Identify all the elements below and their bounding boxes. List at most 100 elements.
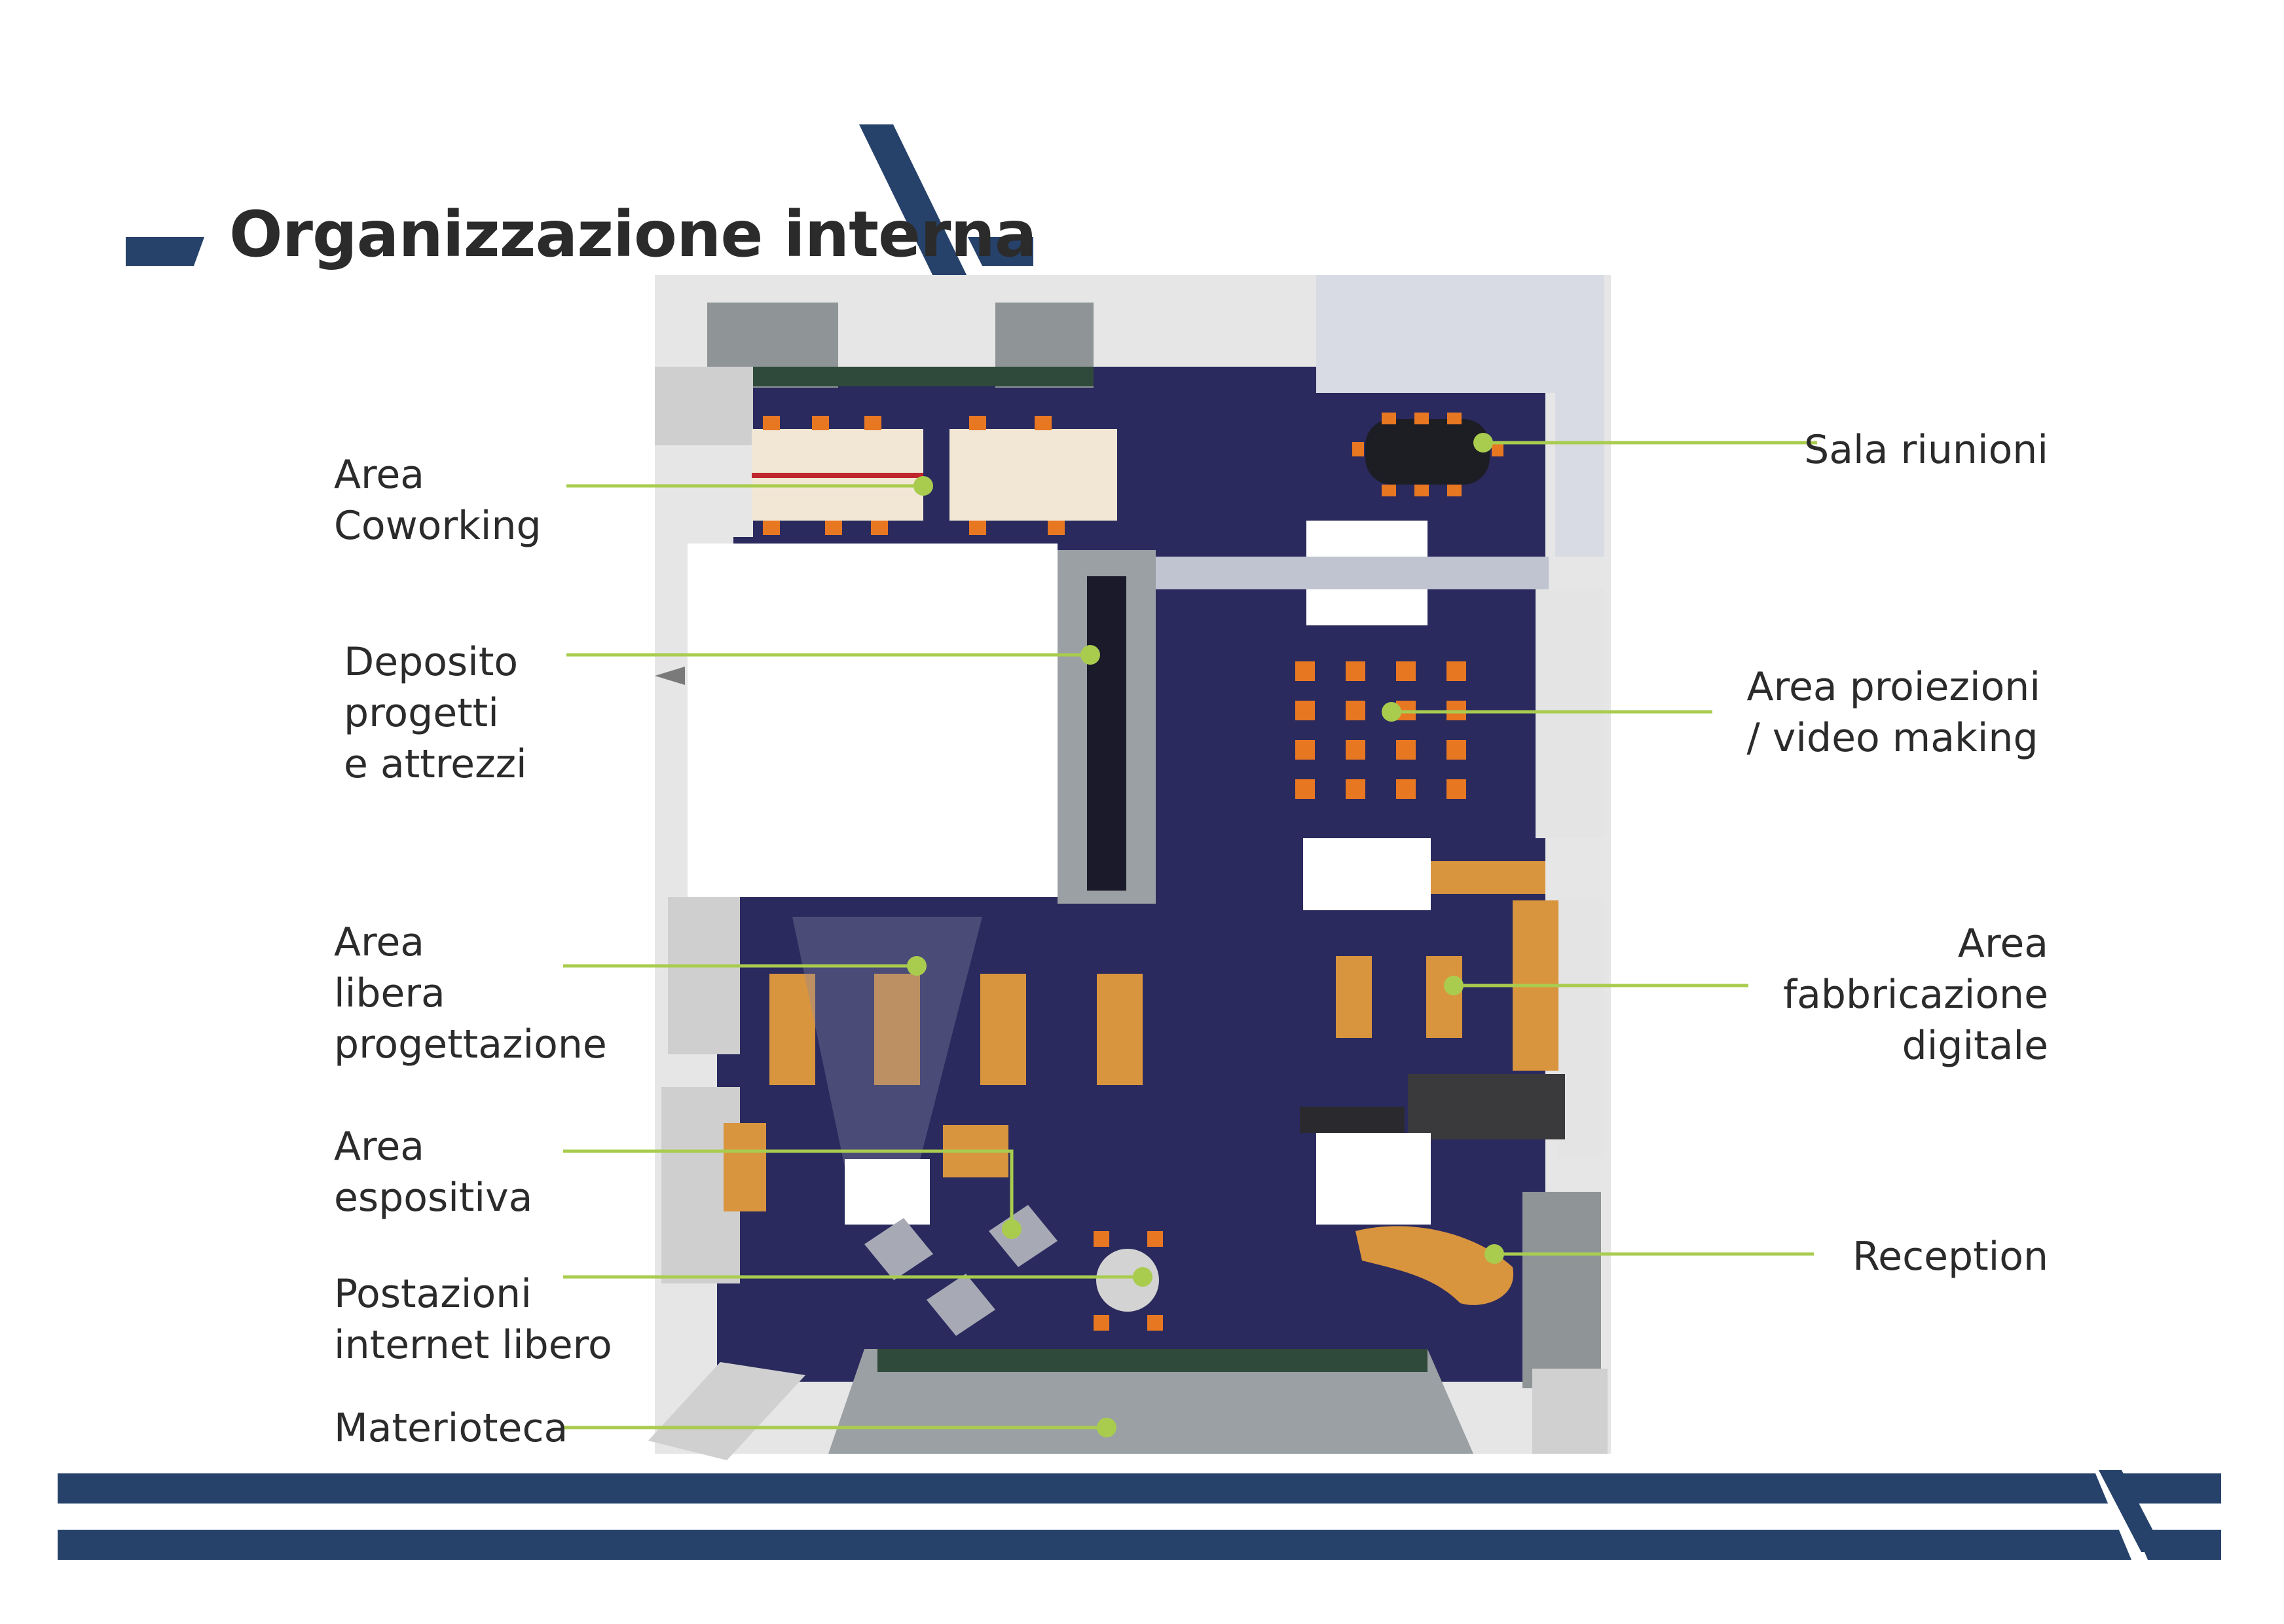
internet-chair <box>1094 1315 1109 1331</box>
footer-band-bottom <box>58 1530 2221 1560</box>
meeting-room-side <box>1555 341 1604 557</box>
leader-dot-deposito <box>1080 645 1100 665</box>
label-materioteca: Materioteca <box>334 1403 568 1454</box>
reception-shelving <box>1522 1192 1601 1388</box>
exhibit-panel <box>989 1205 1058 1267</box>
fablab-bench-top <box>1431 861 1545 894</box>
label-line: Coworking <box>334 503 542 549</box>
meeting-chairs <box>1352 413 1503 496</box>
meeting-chair <box>1447 485 1462 496</box>
coworking-chairs <box>763 416 1065 535</box>
fablab-table-2 <box>1426 956 1462 1038</box>
label-area-fabbricazione: Area fabbricazione digitale <box>1783 918 2048 1071</box>
leader-dot-coworking <box>913 476 933 496</box>
label-line: progettazione <box>334 1022 607 1067</box>
meeting-chair <box>1352 442 1364 456</box>
fab-machine-2 <box>1486 1074 1565 1139</box>
leader-dot-riunioni <box>1473 433 1493 452</box>
label-line: progetti <box>344 690 499 736</box>
meeting-chair <box>1414 485 1429 496</box>
left-wall-mid <box>668 897 740 1054</box>
footer-slash <box>2099 1470 2164 1552</box>
coworking-chair <box>1035 416 1052 430</box>
fablab-right-wall <box>1558 897 1604 1159</box>
projection-seat <box>1346 779 1365 799</box>
label-line: Area <box>334 452 425 498</box>
projection-seat <box>1396 740 1416 760</box>
projection-seat <box>1346 661 1365 681</box>
meeting-chair <box>1447 413 1462 424</box>
coworking-desk-2 <box>949 429 1117 521</box>
projection-seat <box>1396 661 1416 681</box>
reception-desk <box>1355 1226 1514 1305</box>
exhibit-panel <box>864 1218 933 1280</box>
leader-dot-proiezioni <box>1382 702 1401 722</box>
projection-seat <box>1346 740 1365 760</box>
label-postazioni-internet: Postazioni internet libero <box>334 1268 612 1371</box>
label-area-libera: Area libera progettazione <box>334 917 607 1070</box>
internet-chair <box>1147 1315 1163 1331</box>
exhibit-white-block <box>845 1159 930 1225</box>
leader-dot-internet <box>1133 1267 1152 1287</box>
exhibit-cabinet-left <box>724 1123 766 1211</box>
leader-dot-reception <box>1484 1244 1504 1264</box>
exhibit-panel <box>927 1274 995 1336</box>
coworking-chair <box>763 521 780 535</box>
design-table-2 <box>874 974 920 1085</box>
label-line: Deposito <box>344 639 519 685</box>
design-table-3 <box>980 974 1026 1085</box>
leader-dot-materioteca <box>1097 1418 1116 1437</box>
page-title: Organizzazione interna <box>229 198 1037 271</box>
label-line: fabbricazione <box>1783 972 2048 1018</box>
projection-seat <box>1295 661 1315 681</box>
exhibit-panels <box>864 1205 1058 1336</box>
header-slash <box>859 124 970 283</box>
leader-dots <box>907 433 1504 1437</box>
deposit-shelving-gap <box>1087 576 1126 891</box>
top-shelf-base <box>753 367 1094 386</box>
label-line: Area proiezioni <box>1746 664 2040 710</box>
design-table-4 <box>1097 974 1143 1085</box>
coworking-chair <box>969 521 986 535</box>
leader-dot-libera <box>907 956 927 976</box>
label-line: Reception <box>1852 1234 2048 1280</box>
coworking-chair <box>825 521 842 535</box>
label-area-proiezioni: Area proiezioni / video making <box>1747 661 2040 764</box>
label-line: Area <box>334 919 425 965</box>
label-area-espositiva: Area espositiva <box>334 1121 532 1223</box>
label-deposito: Deposito progetti e attrezzi <box>344 637 527 790</box>
coworking-chair <box>871 521 888 535</box>
label-line: digitale <box>1902 1023 2048 1069</box>
deposit-marker <box>655 667 685 685</box>
meeting-table <box>1365 419 1490 485</box>
fab-printer <box>1300 1107 1405 1133</box>
coworking-desk-divider <box>752 473 923 478</box>
label-line: espositiva <box>334 1175 533 1221</box>
floor-plan <box>648 275 1611 1460</box>
coworking-chair <box>763 416 780 430</box>
materioteca-top <box>877 1349 1428 1372</box>
fablab-table-1 <box>1336 956 1372 1038</box>
footer-bands <box>58 1470 2221 1560</box>
label-line: libera <box>334 970 445 1016</box>
bottom-right-wall <box>1532 1369 1608 1454</box>
meeting-chair <box>1414 413 1429 424</box>
internet-chairs <box>1094 1231 1163 1331</box>
bottom-left-wall <box>648 1362 805 1460</box>
left-wall-top <box>655 367 753 445</box>
leader-espositiva <box>563 1149 1014 1229</box>
header-bar-left <box>126 237 204 266</box>
projection-seats <box>1295 661 1466 799</box>
label-line: Sala riunioni <box>1804 427 2048 473</box>
light-cone <box>792 917 982 1198</box>
label-line: Area <box>334 1124 425 1170</box>
coworking-chair <box>864 416 881 430</box>
column-block-low <box>1316 1133 1431 1225</box>
projection-seat <box>1295 740 1315 760</box>
deposit-block <box>688 544 1058 897</box>
label-line: Postazioni <box>334 1271 532 1317</box>
label-reception: Reception <box>1852 1231 2048 1282</box>
coworking-chair <box>812 416 829 430</box>
projection-seat <box>1295 701 1315 720</box>
